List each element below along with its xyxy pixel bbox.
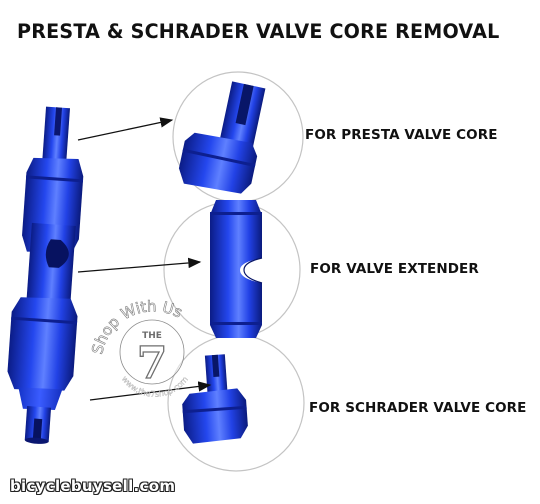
arrow-extender [77, 257, 202, 273]
arrow-presta [77, 117, 174, 141]
arrow-schrader [89, 381, 212, 401]
label-schrader-valve-core: FOR SCHRADER VALVE CORE [309, 400, 527, 416]
extender-slot-detail [210, 200, 263, 338]
label-presta-valve-core: FOR PRESTA VALVE CORE [305, 127, 498, 143]
valve-tool-main [7, 106, 84, 444]
watermark-badge-number: 7 [137, 338, 168, 389]
watermark-badge-top: THE [142, 331, 162, 341]
footer-site-name: bicyclebuysell.com [10, 477, 176, 495]
presta-tip-detail [178, 81, 266, 194]
page-title: PRESTA & SCHRADER VALVE CORE REMOVAL [17, 20, 500, 43]
label-valve-extender: FOR VALVE EXTENDER [310, 261, 479, 277]
schrader-tip-detail [182, 354, 248, 444]
